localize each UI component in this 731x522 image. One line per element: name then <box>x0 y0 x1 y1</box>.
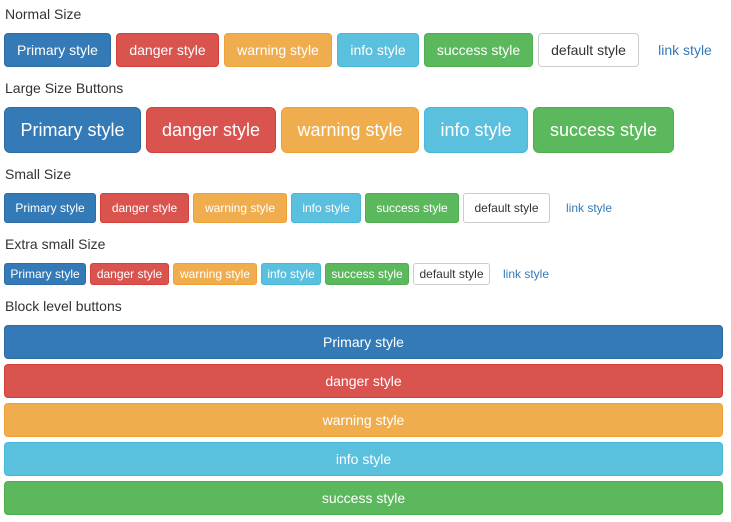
large-danger-button[interactable]: danger style <box>146 107 276 153</box>
normal-info-button[interactable]: info style <box>337 33 419 67</box>
block-danger-button[interactable]: danger style <box>4 364 723 398</box>
large-size-button-row: Primary style danger style warning style… <box>4 107 679 153</box>
normal-warning-button[interactable]: warning style <box>224 33 332 67</box>
block-info-button[interactable]: info style <box>4 442 723 476</box>
small-size-label: Small Size <box>5 166 72 182</box>
normal-default-button[interactable]: default style <box>538 33 639 67</box>
block-level-label: Block level buttons <box>5 298 122 314</box>
large-info-button[interactable]: info style <box>424 107 528 153</box>
small-primary-button[interactable]: Primary style <box>4 193 96 223</box>
large-primary-button[interactable]: Primary style <box>4 107 141 153</box>
block-level-button-stack: Primary style danger style warning style… <box>4 325 723 520</box>
large-size-label: Large Size Buttons <box>5 80 124 96</box>
large-success-button[interactable]: success style <box>533 107 674 153</box>
xs-danger-button[interactable]: danger style <box>90 263 169 285</box>
xs-default-button[interactable]: default style <box>413 263 490 285</box>
xs-success-button[interactable]: success style <box>325 263 409 285</box>
xs-info-button[interactable]: info style <box>261 263 321 285</box>
small-default-button[interactable]: default style <box>463 193 550 223</box>
normal-success-button[interactable]: success style <box>424 33 533 67</box>
block-success-button[interactable]: success style <box>4 481 723 515</box>
normal-link-button[interactable]: link style <box>644 33 726 67</box>
small-danger-button[interactable]: danger style <box>100 193 189 223</box>
xs-link-button[interactable]: link style <box>494 263 558 285</box>
block-warning-button[interactable]: warning style <box>4 403 723 437</box>
normal-size-label: Normal Size <box>5 6 82 22</box>
normal-danger-button[interactable]: danger style <box>116 33 219 67</box>
small-size-button-row: Primary style danger style warning style… <box>4 193 628 223</box>
small-link-button[interactable]: link style <box>554 193 624 223</box>
xs-primary-button[interactable]: Primary style <box>4 263 86 285</box>
small-success-button[interactable]: success style <box>365 193 459 223</box>
extra-small-size-button-row: Primary style danger style warning style… <box>4 263 562 285</box>
normal-size-button-row: Primary style danger style warning style… <box>4 33 731 67</box>
normal-primary-button[interactable]: Primary style <box>4 33 111 67</box>
small-info-button[interactable]: info style <box>291 193 361 223</box>
large-warning-button[interactable]: warning style <box>281 107 419 153</box>
block-primary-button[interactable]: Primary style <box>4 325 723 359</box>
extra-small-size-label: Extra small Size <box>5 236 106 252</box>
xs-warning-button[interactable]: warning style <box>173 263 257 285</box>
small-warning-button[interactable]: warning style <box>193 193 287 223</box>
